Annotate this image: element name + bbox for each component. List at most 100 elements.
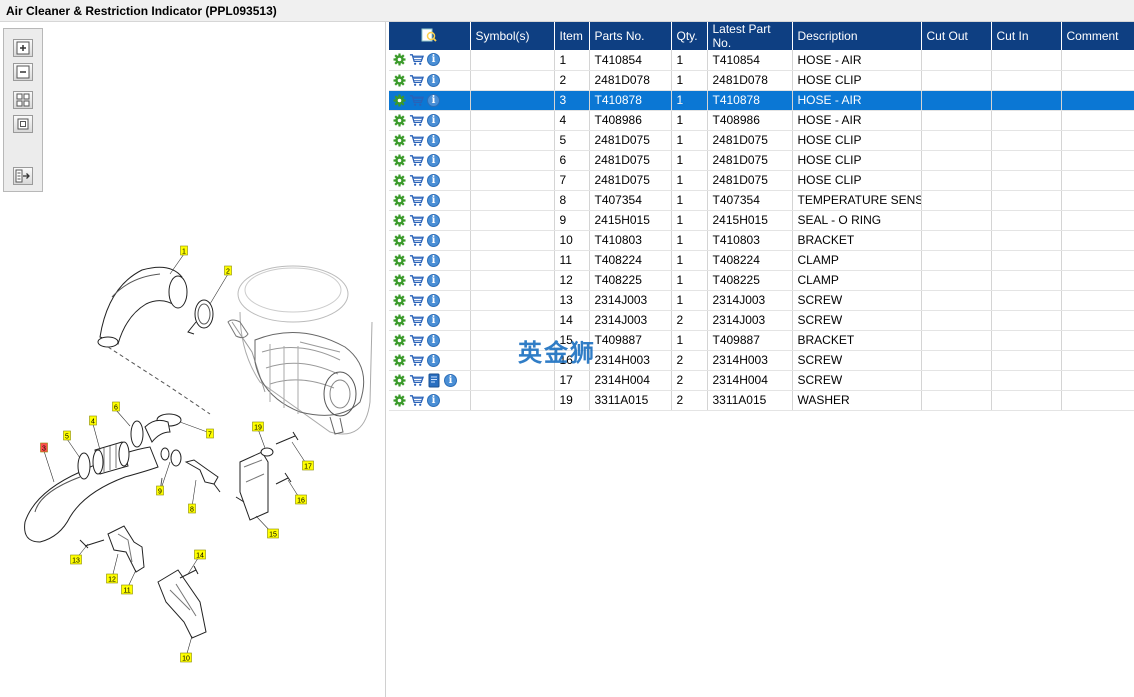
info-icon[interactable]: i [426,333,441,348]
info-icon[interactable]: i [426,173,441,188]
gear-icon[interactable] [392,52,407,67]
info-icon[interactable]: i [426,193,441,208]
gear-icon[interactable] [392,293,407,308]
shopping-cart-icon[interactable] [409,333,424,348]
shopping-cart-icon[interactable] [409,133,424,148]
callout-7[interactable]: 7 [206,428,214,439]
info-icon[interactable]: i [426,73,441,88]
gear-icon[interactable] [392,213,407,228]
shopping-cart-icon[interactable] [409,113,424,128]
zoom-in-button[interactable] [13,39,33,57]
callout-2[interactable]: 2 [224,265,232,276]
gear-icon[interactable] [392,133,407,148]
shopping-cart-icon[interactable] [409,313,424,328]
gear-icon[interactable] [392,333,407,348]
shopping-cart-icon[interactable] [409,373,424,388]
callout-16[interactable]: 16 [295,494,307,505]
export-list-button[interactable] [13,167,33,185]
column-header-item[interactable]: Item [554,22,590,50]
gear-icon[interactable] [392,393,407,408]
column-header-symbols[interactable]: Symbol(s) [470,22,555,50]
callout-10[interactable]: 10 [180,652,192,663]
callout-8[interactable]: 8 [188,503,196,514]
info-icon[interactable]: i [426,113,441,128]
shopping-cart-icon[interactable] [409,233,424,248]
info-icon[interactable]: i [426,52,441,67]
info-icon[interactable]: i [426,253,441,268]
shopping-cart-icon[interactable] [409,73,424,88]
callout-19[interactable]: 19 [252,421,264,432]
zoom-out-button[interactable] [13,63,33,81]
callout-11[interactable]: 11 [121,584,133,595]
callout-9[interactable]: 9 [156,485,164,496]
column-header-comment[interactable]: Comment [1061,22,1134,50]
actual-size-button[interactable] [13,115,33,133]
callout-13[interactable]: 13 [70,554,82,565]
column-header-parts-no[interactable]: Parts No. [589,22,672,50]
info-icon[interactable]: i [426,393,441,408]
column-header-cut-in[interactable]: Cut In [991,22,1062,50]
shopping-cart-icon[interactable] [409,193,424,208]
document-icon[interactable] [426,373,441,388]
gear-icon[interactable] [392,253,407,268]
gear-icon[interactable] [392,233,407,248]
callout-14[interactable]: 14 [194,549,206,560]
info-icon[interactable]: i [426,353,441,368]
callout-3[interactable]: 3 [40,442,48,453]
callout-1[interactable]: 1 [180,245,188,256]
shopping-cart-icon[interactable] [409,153,424,168]
info-icon[interactable]: i [426,213,441,228]
gear-icon[interactable] [392,173,407,188]
shopping-cart-icon[interactable] [409,173,424,188]
info-icon[interactable]: i [426,273,441,288]
callout-5[interactable]: 5 [63,430,71,441]
info-icon[interactable]: i [443,373,458,388]
info-icon[interactable]: i [426,293,441,308]
callout-4[interactable]: 4 [89,415,97,426]
shopping-cart-icon[interactable] [409,52,424,67]
shopping-cart-icon[interactable] [409,393,424,408]
shopping-cart-icon[interactable] [409,273,424,288]
gear-icon[interactable] [392,313,407,328]
shopping-cart-icon[interactable] [409,253,424,268]
column-header-latest-part-no[interactable]: Latest Part No. [707,22,793,50]
callout-6[interactable]: 6 [112,401,120,412]
callout-17[interactable]: 17 [302,460,314,471]
gear-icon[interactable] [392,373,407,388]
shopping-cart-icon[interactable] [409,93,424,108]
column-header-cut-out[interactable]: Cut Out [921,22,992,50]
info-icon[interactable]: i [426,153,441,168]
gear-icon[interactable] [392,153,407,168]
shopping-cart-icon[interactable] [409,293,424,308]
shopping-cart-icon[interactable] [409,353,424,368]
column-header-search[interactable] [389,22,471,50]
callout-15[interactable]: 15 [267,528,279,539]
info-icon[interactable]: i [426,133,441,148]
gear-icon[interactable] [392,273,407,288]
shopping-cart-icon[interactable] [409,213,424,228]
gear-icon[interactable] [392,93,407,108]
fit-all-button[interactable] [13,91,33,109]
gear-icon[interactable] [392,193,407,208]
gear-icon[interactable] [392,73,407,88]
info-icon[interactable]: i [426,233,441,248]
